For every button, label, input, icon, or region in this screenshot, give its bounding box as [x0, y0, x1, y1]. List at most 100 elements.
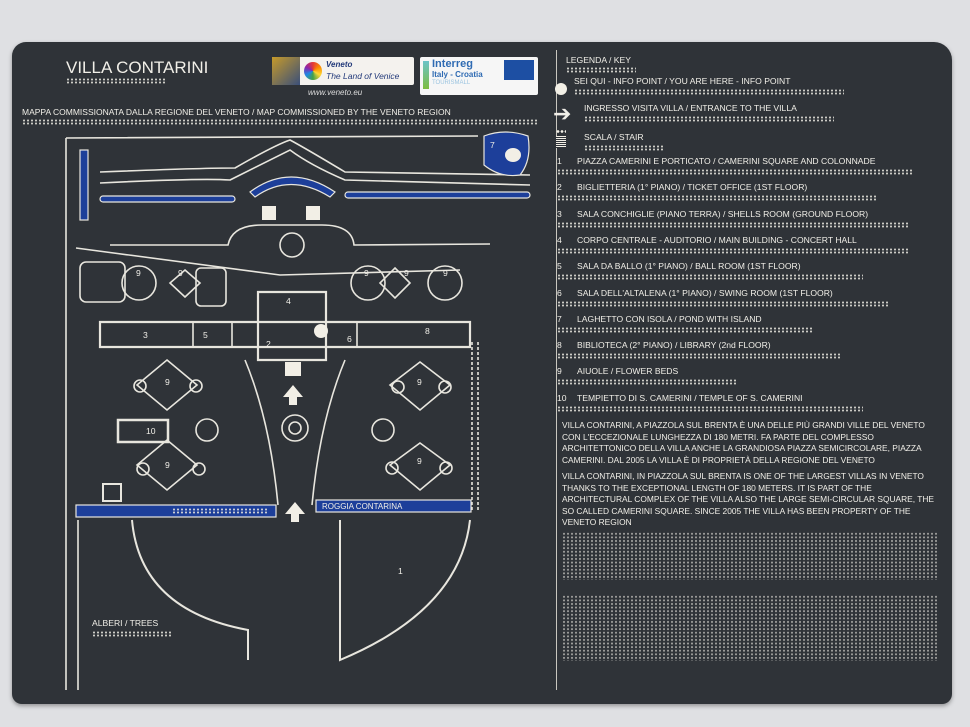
legend-you-are-here: SEI QUI - INFO POINT / YOU ARE HERE - IN… — [574, 76, 791, 86]
legend-item-label: AIUOLE / FLOWER BEDS — [577, 366, 679, 377]
interreg-name: Interreg — [432, 58, 473, 70]
veneto-name: Veneto — [326, 60, 353, 69]
stairs — [262, 206, 320, 376]
temple-outline — [116, 418, 170, 444]
braille — [557, 169, 913, 175]
map-label-9: 9 — [165, 460, 170, 470]
braille — [574, 89, 844, 95]
arrow-up-icon — [285, 502, 305, 522]
interreg-logo: Interreg Italy - Croatia TOURISMALL — [420, 57, 538, 95]
veneto-url: www.veneto.eu — [308, 88, 363, 97]
braille — [584, 116, 834, 122]
canal-west — [79, 149, 89, 221]
legend-item-label: PIAZZA CAMERINI E PORTICATO / CAMERINI S… — [577, 156, 876, 166]
map-label-9: 9 — [443, 268, 448, 278]
braille-canal — [172, 508, 267, 514]
legend-item-label: LAGHETTO CON ISOLA / POND WITH ISLAND — [577, 313, 762, 324]
braille — [557, 221, 908, 228]
interreg-stripe-icon — [423, 61, 429, 89]
legend-item-label: BIGLIETTERIA (1° PIANO) / TICKET OFFICE … — [577, 182, 808, 193]
legend-item-number: 4 — [557, 234, 562, 245]
veneto-logo: Veneto The Land of Venice — [272, 57, 414, 85]
braille — [557, 353, 841, 360]
stair-icon — [556, 136, 566, 148]
map-label-9: 9 — [404, 268, 409, 278]
entrance-arrows — [283, 385, 305, 522]
braille — [557, 247, 908, 254]
flower-beds-north — [79, 261, 463, 307]
map-label-9: 9 — [417, 377, 422, 387]
map-label-2: 2 — [266, 339, 271, 349]
divider — [556, 50, 557, 690]
legend-title: LEGENDA / KEY — [566, 55, 631, 65]
veneto-star-icon — [304, 62, 322, 80]
braille-trees — [92, 631, 172, 637]
piazza-camerini-outline — [131, 519, 471, 662]
map-note: MAPPA COMMISSIONATA DALLA REGIONE DEL VE… — [22, 107, 451, 117]
legend-item-number: 6 — [557, 287, 562, 298]
villa-wing — [98, 320, 472, 349]
braille — [557, 379, 737, 386]
legend-stair: SCALA / STAIR — [584, 132, 644, 142]
braille — [557, 326, 814, 333]
main-building — [256, 290, 328, 362]
map-label-7: 7 — [490, 140, 495, 150]
map-label-6: 6 — [347, 334, 352, 344]
description-italian: VILLA CONTARINI, A PIAZZOLA SUL BRENTA È… — [562, 420, 925, 465]
stair-dots-icon — [556, 130, 566, 133]
fountain-circle — [279, 232, 305, 258]
legend-item-label: CORPO CENTRALE - AUDITORIO / MAIN BUILDI… — [577, 234, 857, 245]
map-label-4: 4 — [286, 296, 291, 306]
tactile-map-panel — [12, 42, 952, 704]
island — [505, 148, 521, 162]
braille — [557, 195, 877, 202]
interreg-program: Italy - Croatia — [432, 70, 483, 79]
map-label-1: 1 — [398, 566, 403, 576]
legend-item-label: BIBLIOTECA (2° PIANO) / LIBRARY (2nd FLO… — [577, 340, 771, 351]
page-title: VILLA CONTARINI — [66, 58, 209, 77]
arrow-up-icon — [283, 385, 303, 405]
canal-label: ROGGIA CONTARINA — [322, 502, 403, 511]
you-are-here-icon — [555, 83, 567, 95]
interreg-project: TOURISMALL — [432, 80, 471, 86]
legend-item-number: 9 — [557, 366, 562, 377]
trees-label: ALBERI / TREES — [92, 618, 159, 628]
map-label-5: 5 — [203, 330, 208, 340]
court-outline — [110, 224, 491, 246]
legend-item-number: 2 — [557, 182, 562, 193]
braille — [584, 145, 664, 151]
lion-emblem-icon — [272, 57, 300, 85]
legend-item-label: TEMPIETTO DI S. CAMERINI / TEMPLE OF S. … — [577, 392, 803, 403]
central-fountain — [281, 414, 309, 442]
map-border — [65, 135, 479, 690]
legend-item-number: 3 — [557, 208, 562, 219]
braille-description-italian — [562, 532, 937, 580]
braille — [557, 274, 863, 281]
legend-item-number: 7 — [557, 313, 562, 324]
you-are-here-marker — [314, 324, 328, 338]
legend-entrance: INGRESSO VISITA VILLA / ENTRANCE TO THE … — [584, 103, 797, 113]
eu-flag-icon — [504, 60, 534, 80]
map-label-9: 9 — [136, 268, 141, 278]
roggia-contarina-east — [315, 499, 472, 513]
legend-item-number: 10 — [557, 392, 567, 403]
braille — [566, 67, 636, 73]
legend-item-number: 8 — [557, 340, 562, 351]
legend-item-label: SALA DA BALLO (1° PIANO) / BALL ROOM (1S… — [577, 261, 801, 272]
legend-item-label: SALA DELL'ALTALENA (1° PIANO) / SWING RO… — [577, 287, 833, 298]
braille-description-english — [562, 595, 937, 661]
veneto-tagline: The Land of Venice — [326, 71, 400, 81]
entrance-arrow-icon: ➔ — [553, 101, 572, 126]
map-label-10: 10 — [146, 426, 156, 436]
map-label-3: 3 — [143, 330, 148, 340]
braille — [557, 300, 890, 307]
braille-title — [66, 78, 166, 84]
legend-item-number: 1 — [557, 156, 562, 166]
map-label-9: 9 — [364, 268, 369, 278]
map-label-9: 9 — [178, 268, 183, 278]
top-road — [99, 149, 531, 186]
legend-item-number: 5 — [557, 261, 562, 272]
map-label-9: 9 — [165, 377, 170, 387]
map-label-8: 8 — [425, 326, 430, 336]
